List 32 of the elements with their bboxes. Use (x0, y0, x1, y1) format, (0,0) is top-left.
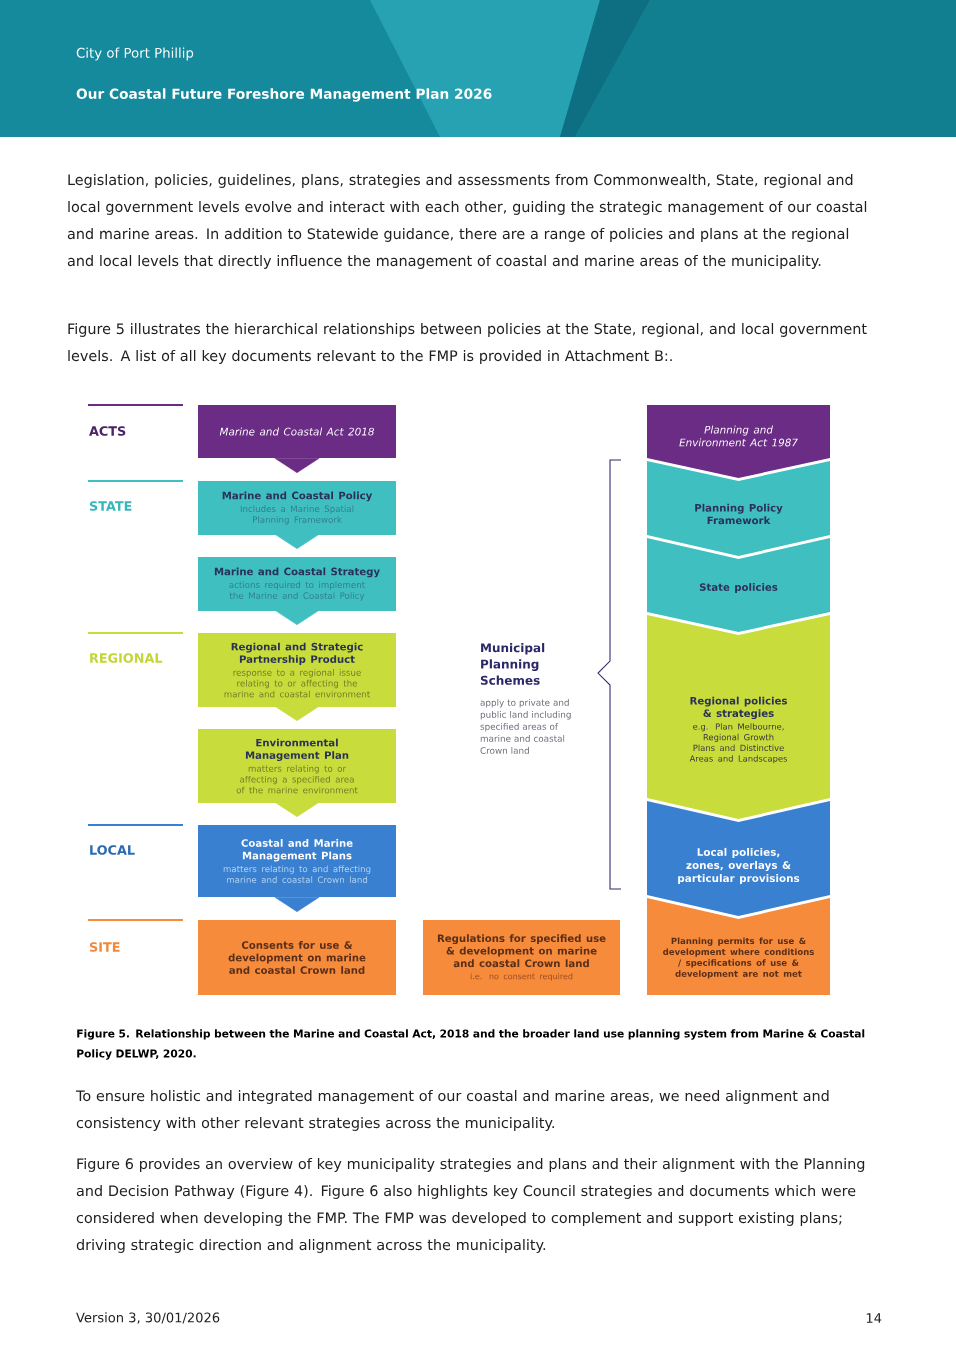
arrow (274, 609, 320, 625)
chevron-band: Local policies, zones, overlays & particular provisions (647, 801, 830, 916)
paragraph: To ensure holistic and integrated management of our coastal and marine areas, we need alignment and consistency with other relevant strategies across the municipality. (75, 1090, 829, 1131)
level-label: STATE (89, 501, 132, 511)
document-title: Our Coastal Future Foreshore Management Plan 2026 (76, 88, 492, 102)
paragraph: Figure 6 provides an overview of key municipality strategies and plans and their alignment with the Planning and Decision Pathway (Figure 4). Figure 6 also highlights key Council strategies and documents which were considered when developing the FMP. The FMP was developed to complement and support existing plans; driving strategic direction and alignment across the municipality. (76, 1158, 865, 1253)
arrow (274, 896, 320, 912)
level-label: ACTS (89, 426, 126, 436)
arrow (274, 533, 320, 549)
level-label: SITE (89, 942, 120, 952)
document-box: Regulations for specified use & development on marine and coastal Crown land i.e. no consent required (423, 920, 620, 995)
scheme-heading: Municipal Planning Schemes (480, 643, 545, 685)
arrow (274, 801, 320, 817)
chevron-band: Planning permits for use & development where conditions / specifications of use & development are not met (647, 898, 830, 995)
level-label: LOCAL (90, 845, 135, 855)
arrow (274, 457, 320, 473)
document-box: Consents for use & development on marine and coastal Crown land (198, 920, 396, 995)
paragraph: Legislation, policies, guidelines, plans, strategies and assessments from Commonwealth, State, regional and local government levels evolve and interact with each other, guiding the strategic management of our coastal and marine areas. In addition to Statewide guidance, there are a range of policies and plans at the regional and local levels that directly influence the management of coastal and marine areas of the municipality. (67, 174, 867, 269)
arrow (274, 705, 320, 721)
level-label: REGIONAL (90, 653, 163, 663)
chevron-band: Regional policies & strategies e.g. Plan Melbourne, Regional Growth Plans and Distinctive Areas and Landscapes (647, 615, 830, 819)
node-label: Planning Policy Framework (695, 503, 783, 525)
version-note: Version 3, 30/01/2026 (76, 1312, 220, 1324)
figure-caption: Figure 5. Relationship between the Marine and Coastal Act, 2018 and the broader land use planning system from Marine & Coastal Policy DELWP, 2020. (77, 1029, 865, 1060)
page-number: 14 (866, 1313, 882, 1323)
node-label: State policies (699, 583, 778, 593)
scheme-description: apply to private and public land including specified areas of marine and coastal Crown land (480, 699, 571, 754)
chevron-band: Planning and Environment Act 1987 (647, 405, 830, 478)
chevron-band: Planning Policy Framework (647, 461, 830, 556)
paragraph: Figure 5 illustrates the hierarchical relationships between policies at the State, regional, and local government levels. A list of all key documents relevant to the FMP is provided in Attachment B:. (68, 323, 867, 364)
organisation-name: City of Port Phillip (76, 47, 194, 61)
chevron-band: State policies (647, 538, 830, 632)
